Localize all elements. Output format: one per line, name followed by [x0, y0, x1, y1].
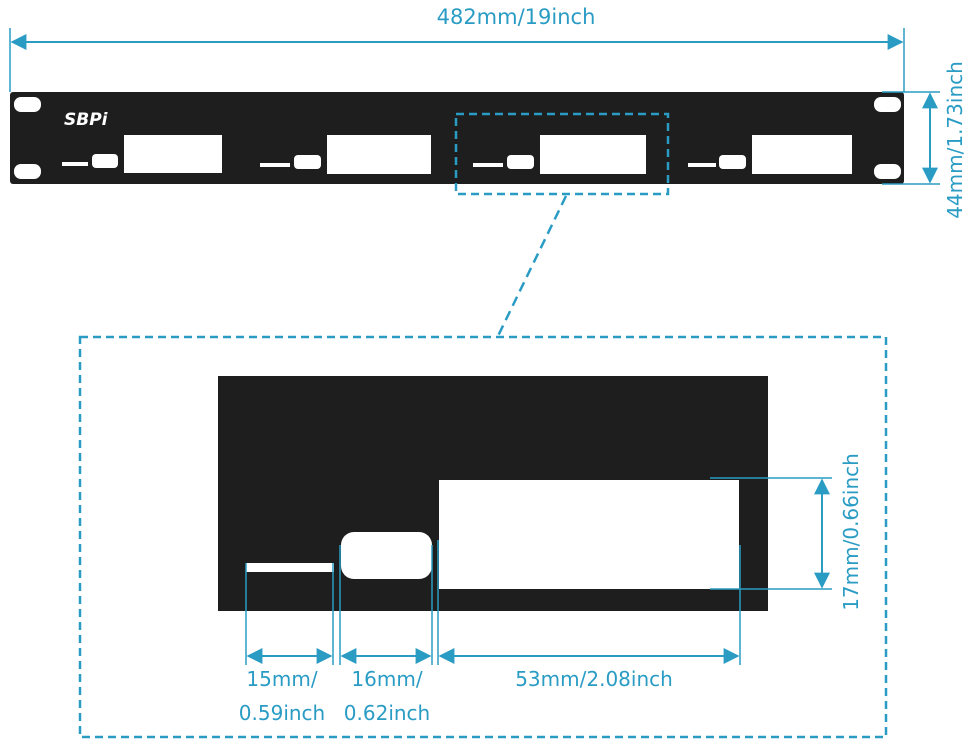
port-group-highlighted	[473, 135, 646, 174]
mounting-hole	[14, 97, 41, 112]
detail-dimension-lines	[245, 477, 832, 665]
small-slot-label-inch: 0.59inch	[239, 701, 325, 725]
large-slot-width-label: 53mm/2.08inch	[515, 667, 673, 691]
small-slot-label-mm: 15mm/	[246, 667, 317, 691]
width-label: 482mm/19inch	[437, 5, 596, 29]
medium-slot-label-inch: 0.62inch	[344, 701, 430, 725]
highlight-box	[454, 112, 670, 196]
port-slot-large	[752, 135, 852, 174]
port-slot-medium	[92, 154, 118, 168]
callout-connector	[496, 195, 568, 337]
port-slot-large	[327, 135, 431, 174]
mounting-hole	[14, 164, 41, 179]
detail-slot-small	[246, 563, 334, 572]
mounting-hole	[874, 164, 901, 179]
port-slot-medium	[719, 155, 746, 169]
height-label: 44mm/1.73inch	[943, 61, 967, 219]
detail-frame	[78, 335, 888, 739]
port-slot-medium	[294, 155, 321, 169]
large-slot-height-label: 17mm/0.66inch	[839, 453, 863, 611]
port-group	[688, 135, 852, 174]
detail-slot-medium	[341, 532, 432, 579]
port-slot-large	[124, 135, 222, 173]
port-slot-small	[688, 163, 716, 167]
port-group	[260, 135, 431, 174]
port-slot-small	[260, 163, 290, 167]
medium-slot-label-mm: 16mm/	[351, 667, 422, 691]
detail-slot-large	[439, 480, 739, 589]
mounting-hole	[874, 97, 901, 112]
port-group	[62, 135, 222, 173]
port-slot-large	[540, 135, 646, 174]
brand-logo: SBPi	[64, 110, 109, 130]
port-slot-medium	[507, 155, 534, 169]
detail-zoom	[218, 376, 768, 611]
port-slot-small	[62, 162, 88, 166]
port-slot-small	[473, 163, 503, 167]
